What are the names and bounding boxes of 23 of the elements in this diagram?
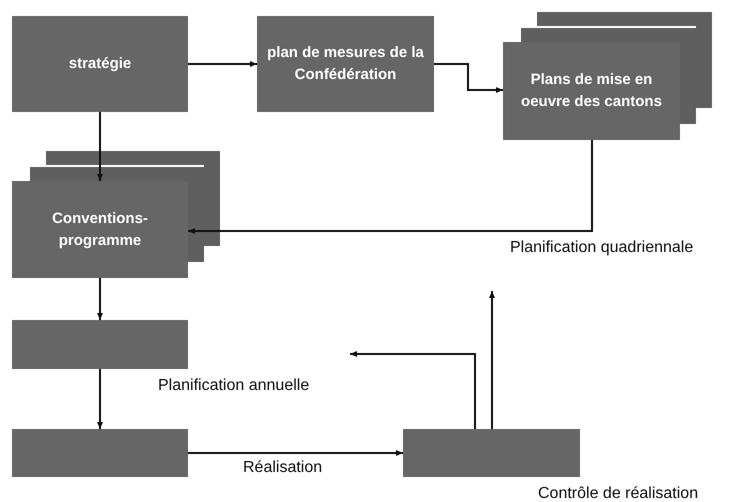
process-box xyxy=(12,320,188,369)
box-label: Plans de mise en oeuvre des cantons xyxy=(520,70,663,112)
arrow xyxy=(350,351,476,429)
process-box xyxy=(403,429,580,477)
arrow xyxy=(188,140,593,234)
arrow xyxy=(97,369,103,429)
arrow xyxy=(97,278,103,320)
process-box xyxy=(12,429,188,477)
process-box xyxy=(12,181,188,278)
box-label: stratégie xyxy=(68,54,132,74)
arrow xyxy=(97,112,103,181)
process-box xyxy=(257,16,434,112)
box-caption: Contrôle de réalisation xyxy=(538,484,698,502)
arrow xyxy=(489,291,495,429)
section-label: Planification annuelle xyxy=(158,376,310,396)
box-label: Conventions-programme xyxy=(51,208,149,250)
box-label: plan de mesures de la Confédération xyxy=(266,43,425,85)
arrow xyxy=(188,450,403,456)
process-box xyxy=(503,42,680,140)
arrow xyxy=(188,61,257,67)
section-label: Planification quadriennale xyxy=(510,238,694,258)
process-box xyxy=(12,16,188,112)
arrow xyxy=(434,63,503,93)
